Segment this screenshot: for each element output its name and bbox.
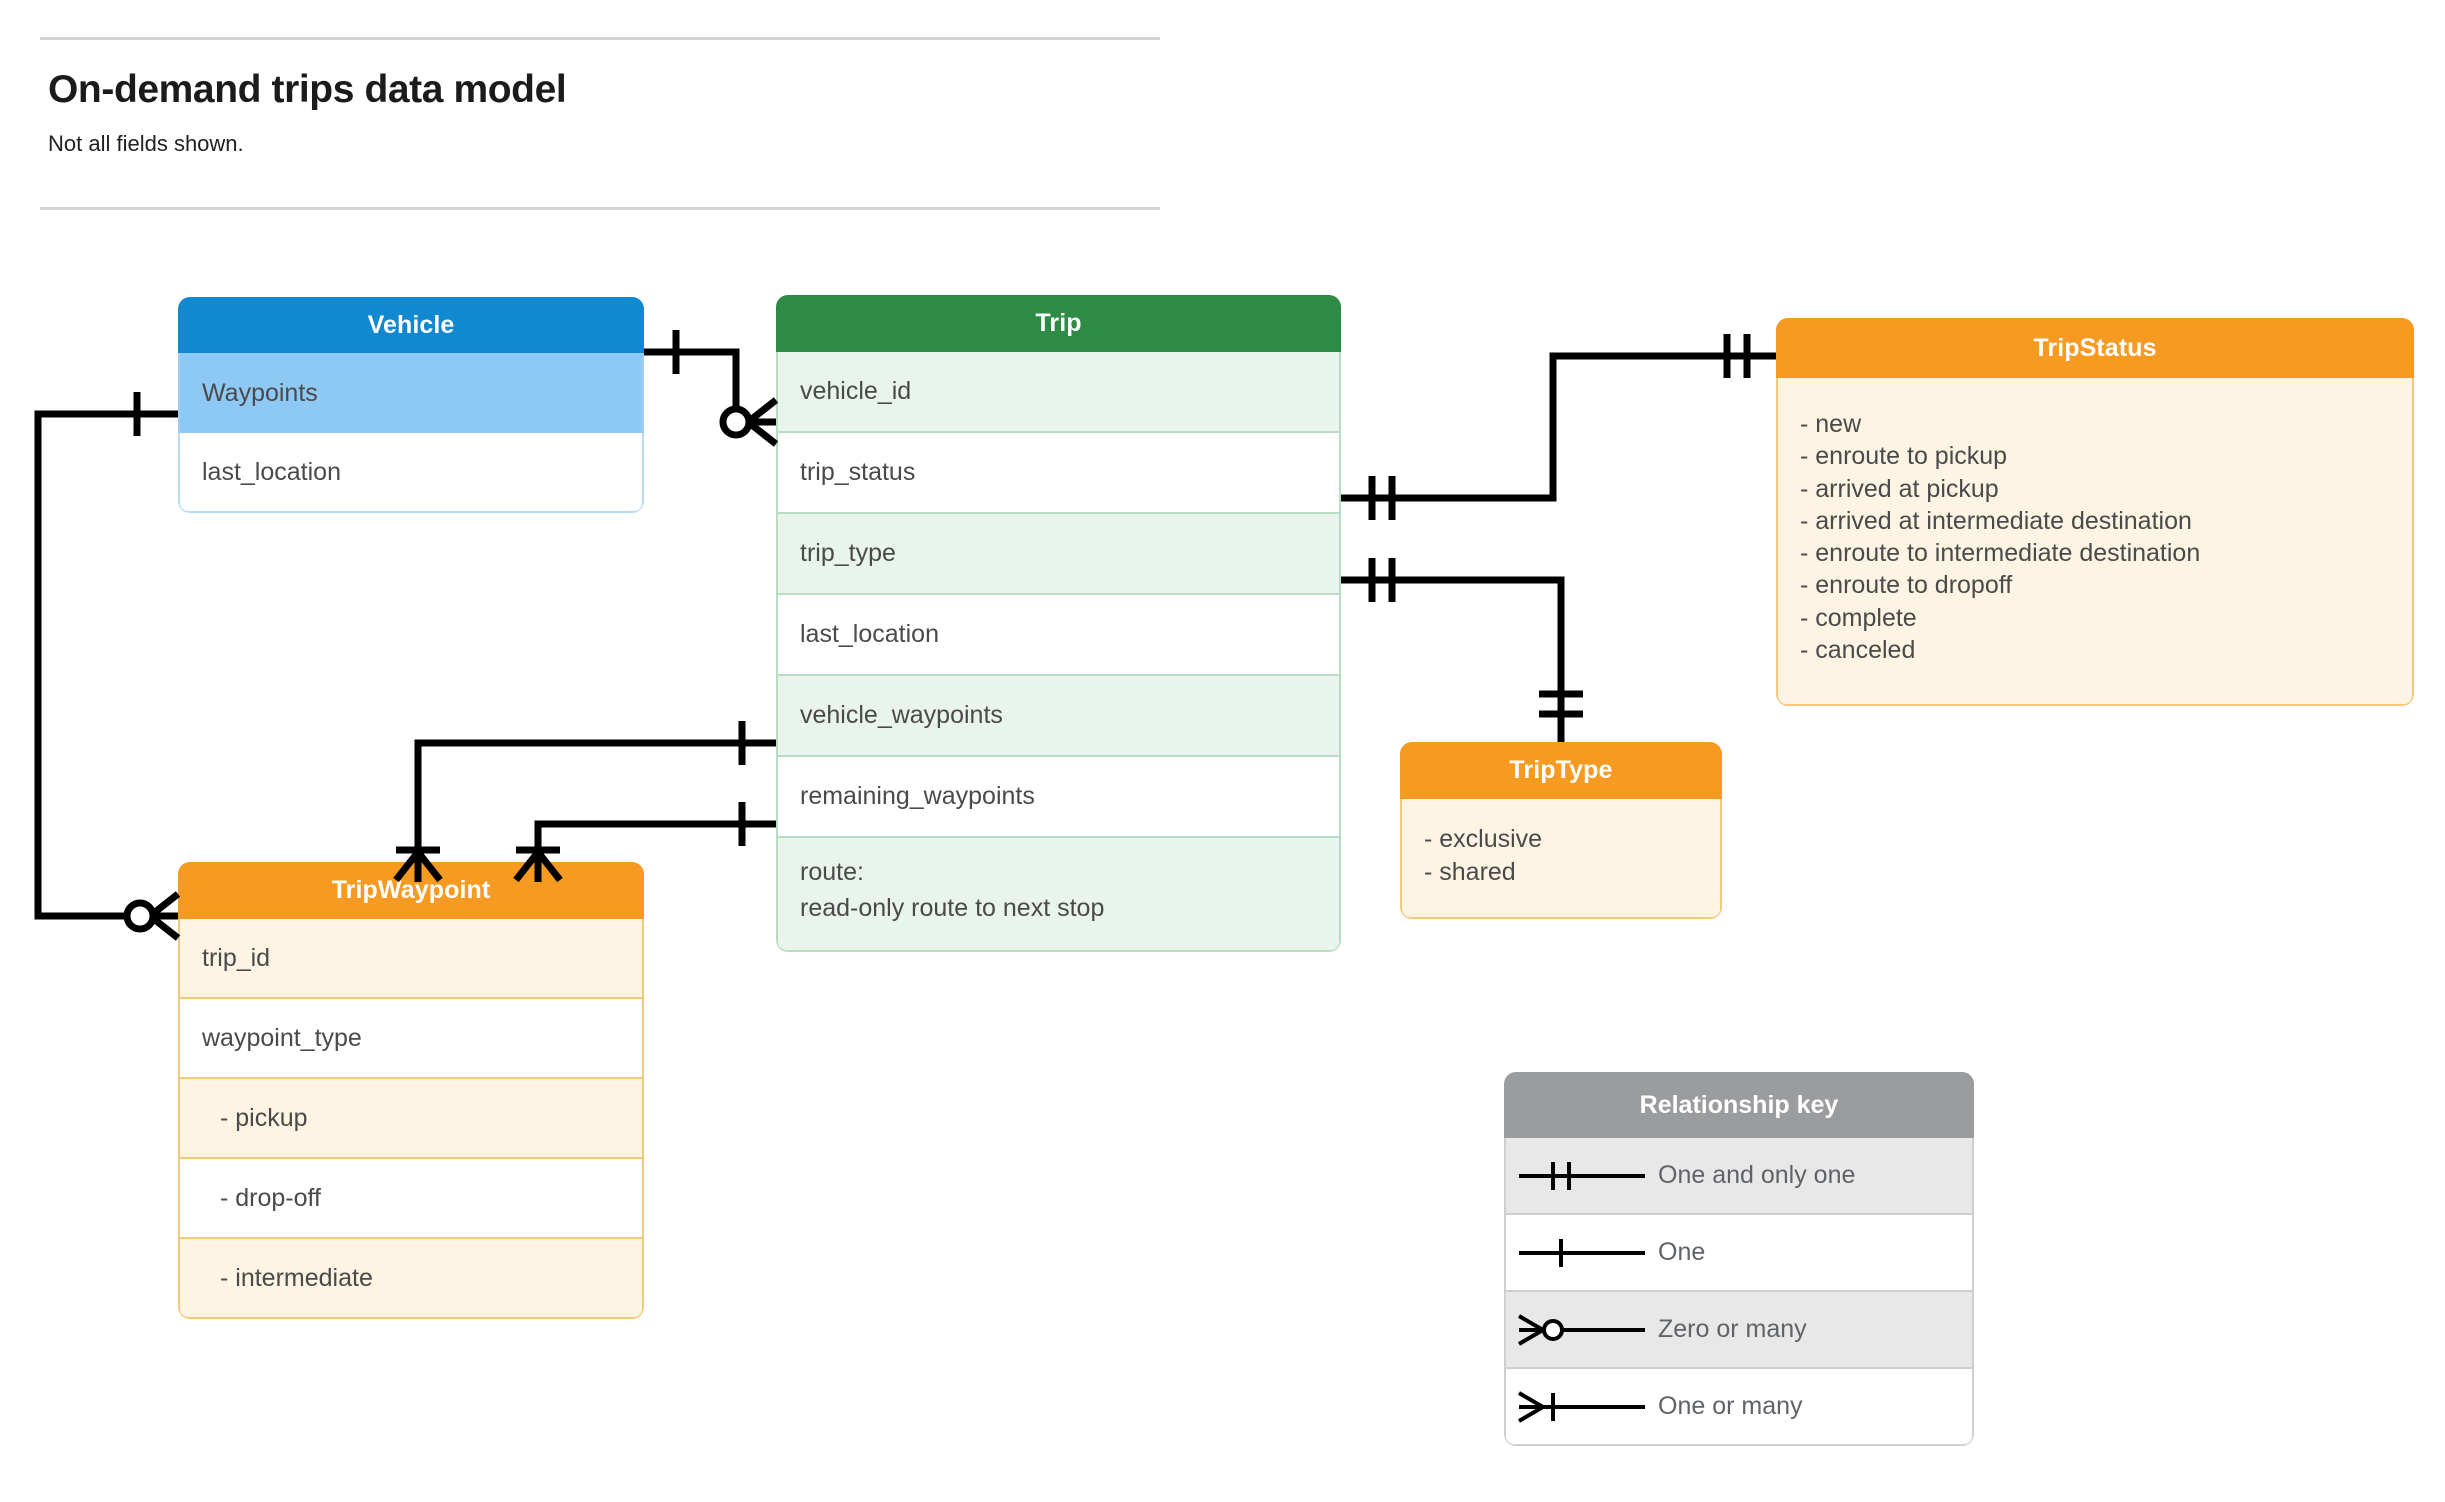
legend-label: One and only one [1658, 1161, 1856, 1189]
waypoint-type-value-pickup: - pickup [178, 1079, 644, 1159]
entity-trip-status-title: TripStatus [1776, 318, 2414, 378]
entity-trip-field-route[interactable]: route: read-only route to next stop [776, 838, 1341, 952]
entity-trip-waypoint-title: TripWaypoint [178, 862, 644, 919]
entity-trip-field-trip-status[interactable]: trip_status [776, 433, 1341, 514]
page-subtitle: Not all fields shown. [48, 131, 244, 156]
one-and-only-one-icon [1506, 1156, 1658, 1196]
entity-trip-waypoint-field-trip-id[interactable]: trip_id [178, 919, 644, 999]
entity-vehicle-field-waypoints[interactable]: Waypoints [178, 353, 644, 433]
trip-status-value: - arrived at pickup [1800, 474, 1999, 503]
page-title: On-demand trips data model [48, 68, 567, 111]
legend-row-one: One [1504, 1215, 1974, 1292]
waypoint-type-value-drop-off: - drop-off [178, 1159, 644, 1239]
entity-trip-type-values: - exclusive - shared [1400, 799, 1722, 919]
entity-trip[interactable]: Trip vehicle_id trip_status trip_type la… [776, 295, 1341, 952]
trip-type-value: - shared [1424, 858, 1516, 886]
legend-label: One or many [1658, 1392, 1803, 1420]
legend-row-zero-or-many: Zero or many [1504, 1292, 1974, 1369]
entity-trip-field-vehicle-id[interactable]: vehicle_id [776, 352, 1341, 433]
entity-trip-route-description: read-only route to next stop [800, 894, 1105, 923]
entity-trip-field-vehicle-waypoints[interactable]: vehicle_waypoints [776, 676, 1341, 757]
entity-trip-waypoint-field-waypoint-type[interactable]: waypoint_type [178, 999, 644, 1079]
entity-vehicle[interactable]: Vehicle Waypoints last_location [178, 297, 644, 513]
legend-label: One [1658, 1238, 1706, 1266]
one-icon [1506, 1233, 1658, 1273]
entity-trip-field-trip-type[interactable]: trip_type [776, 514, 1341, 595]
trip-status-value: - new [1800, 410, 1862, 438]
legend-label: Zero or many [1658, 1315, 1807, 1343]
trip-status-value: - enroute to dropoff [1800, 571, 2013, 600]
entity-vehicle-field-last-location[interactable]: last_location [178, 433, 644, 513]
entity-trip-status-values: - new - enroute to pickup - arrived at p… [1776, 378, 2414, 706]
entity-trip-type[interactable]: TripType - exclusive - shared [1400, 742, 1722, 919]
entity-trip-type-title: TripType [1400, 742, 1722, 799]
entity-trip-title: Trip [776, 295, 1341, 352]
entity-vehicle-title: Vehicle [178, 297, 644, 353]
header-divider-top [40, 37, 1160, 40]
zero-or-many-icon [1506, 1310, 1658, 1350]
entity-trip-waypoint[interactable]: TripWaypoint trip_id waypoint_type - pic… [178, 862, 644, 1319]
waypoint-type-value-intermediate: - intermediate [178, 1239, 644, 1319]
trip-status-value: - canceled [1800, 635, 1916, 664]
entity-trip-route-label: route: [800, 858, 864, 886]
legend-row-one-or-many: One or many [1504, 1369, 1974, 1446]
trip-status-value: - enroute to pickup [1800, 442, 2008, 471]
trip-status-value: - complete [1800, 603, 1917, 632]
one-or-many-icon [1506, 1387, 1658, 1427]
trip-type-value: - exclusive [1424, 825, 1543, 853]
trip-status-value: - arrived at intermediate destination [1800, 506, 2192, 535]
trip-status-value: - enroute to intermediate destination [1800, 539, 2201, 567]
entity-trip-status[interactable]: TripStatus - new - enroute to pickup - a… [1776, 318, 2414, 706]
relationship-key-legend: Relationship key One and only one One [1504, 1072, 1974, 1446]
relationship-key-title: Relationship key [1504, 1072, 1974, 1138]
entity-trip-field-remaining-waypoints[interactable]: remaining_waypoints [776, 757, 1341, 838]
legend-row-one-and-only-one: One and only one [1504, 1138, 1974, 1215]
entity-trip-field-last-location[interactable]: last_location [776, 595, 1341, 676]
header-divider-bottom [40, 207, 1160, 210]
